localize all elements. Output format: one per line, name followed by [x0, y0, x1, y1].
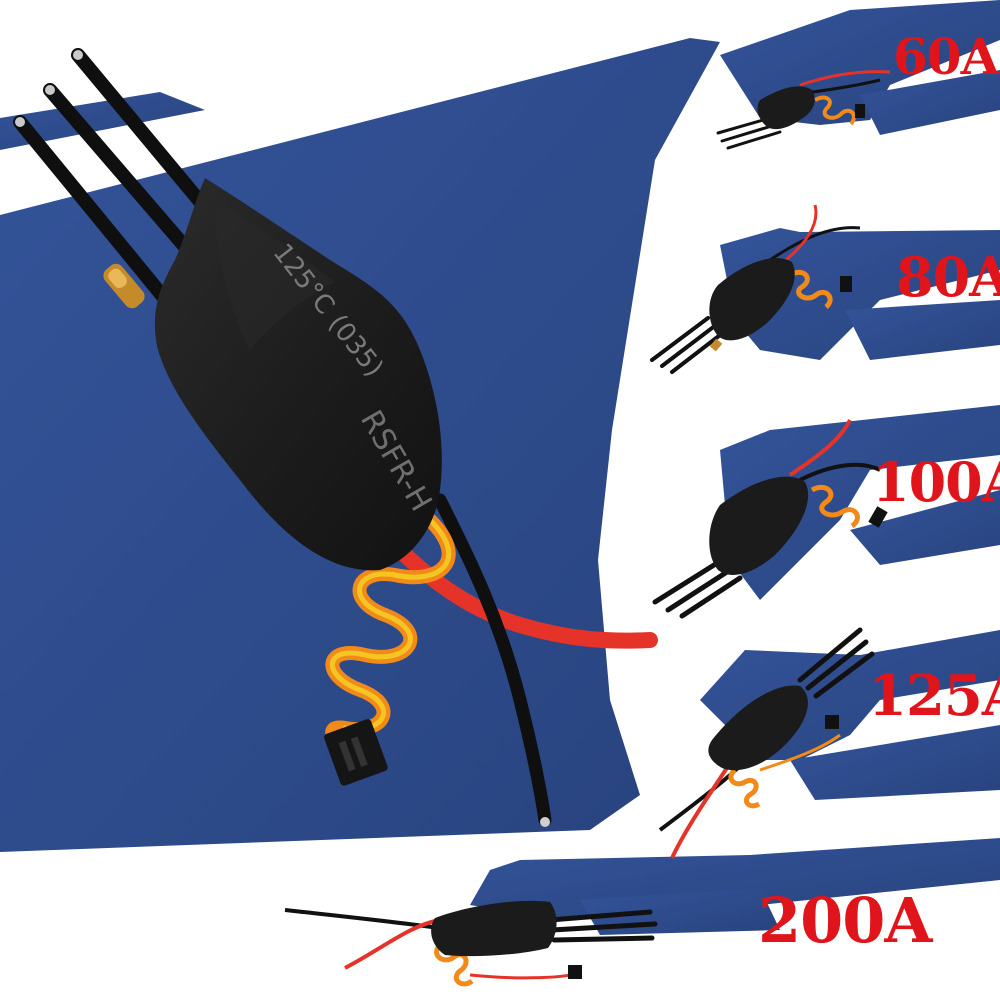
label-200a: 200A — [758, 884, 933, 957]
hero-servo-plug — [324, 719, 388, 786]
hero-servo-coil-stripe — [329, 517, 452, 732]
label-100a: 100A — [872, 450, 1000, 514]
hero-bullet-connector — [103, 263, 145, 309]
esc-thumbnail-125a — [658, 627, 875, 859]
hero-esc-highlight — [215, 200, 335, 350]
esc-thumbnail-100a — [652, 419, 888, 619]
hero-esc: 125°C (035) RSFR-H — [13, 48, 658, 827]
esc-thumbnail-200a — [284, 900, 658, 987]
hero-lead-tips — [15, 50, 83, 127]
esc-thumbnail-60a — [716, 70, 891, 150]
label-80a: 80A — [896, 245, 1000, 309]
label-60a: 60A — [893, 27, 999, 86]
label-125a: 125A — [868, 663, 1000, 729]
esc-thumbnail-80a — [650, 204, 861, 374]
hero-black-power-wire — [433, 493, 552, 827]
